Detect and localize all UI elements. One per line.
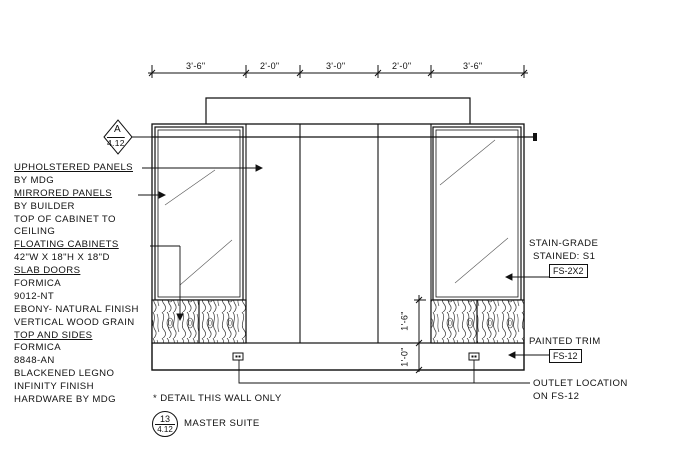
vdim-label-1: 1'-6" [399, 311, 410, 331]
note-line: 42"W X 18"H X 18"D [14, 252, 110, 264]
dim-label-2: 2'-0" [260, 61, 280, 71]
note-line: EBONY- NATURAL FINISH [14, 303, 139, 315]
note-line: BLACKENED LEGNO [14, 368, 115, 380]
left-notes: UPHOLSTERED PANELS BY MDG MIRRORED PANEL… [14, 162, 139, 407]
note-line: MIRRORED PANELS [14, 187, 113, 199]
vdim-label-2: 1'-0" [399, 347, 410, 367]
note-line: UPHOLSTERED PANELS [14, 162, 133, 173]
note-line: 9012-NT [14, 290, 55, 302]
note-line: 8848-AN [14, 355, 55, 367]
title-marker-divider [155, 424, 175, 425]
outlet-note-2: ON FS-12 [533, 391, 580, 402]
outlet-right [468, 352, 480, 361]
section-marker-letter: A [114, 124, 121, 135]
section-marker [103, 119, 152, 155]
note-line: FLOATING CABINETS [14, 239, 119, 251]
note-line: SLAB DOORS [14, 265, 81, 277]
painted-trim [151, 342, 525, 371]
dim-label-3: 3'-0" [326, 61, 346, 71]
stain-note-1: STAIN-GRADE [529, 238, 599, 249]
right-mirror [432, 126, 522, 301]
note-line: FORMICA [14, 278, 62, 290]
dimension-line [148, 65, 528, 78]
stain-tag: FS-2X2 [549, 264, 588, 278]
title-marker-number: 13 [159, 414, 170, 424]
soffit-outline [205, 97, 471, 124]
drawing-title: MASTER SUITE [184, 418, 260, 429]
outlet-left [232, 352, 244, 361]
section-marker-sheet: 4.12 [107, 138, 125, 148]
dim-label-1: 3'-6" [186, 61, 206, 71]
note-line: TOP AND SIDES [14, 329, 93, 341]
outlet-note-1: OUTLET LOCATION [533, 378, 628, 389]
note-line: BY BUILDER [14, 200, 75, 212]
trim-tag: FS-12 [549, 349, 582, 363]
stain-note-2: STAINED: S1 [533, 251, 596, 262]
left-mirror [154, 126, 244, 301]
title-marker: 13 4.12 [152, 411, 178, 437]
footnote: * DETAIL THIS WALL ONLY [153, 393, 282, 404]
trim-note: PAINTED TRIM [529, 336, 601, 347]
note-line: HARDWARE BY MDG [14, 394, 116, 406]
note-line: BY MDG [14, 174, 55, 186]
vertical-dimension [414, 295, 426, 374]
dim-label-5: 3'-6" [463, 61, 483, 71]
title-marker-sheet: 4.12 [157, 425, 173, 434]
note-line: CEILING [14, 226, 56, 238]
dim-label-4: 2'-0" [392, 61, 412, 71]
note-line: FORMICA [14, 342, 62, 354]
note-line: INFINITY FINISH [14, 381, 94, 393]
note-line: TOP OF CABINET TO [14, 213, 116, 225]
note-line: VERTICAL WOOD GRAIN [14, 316, 135, 328]
